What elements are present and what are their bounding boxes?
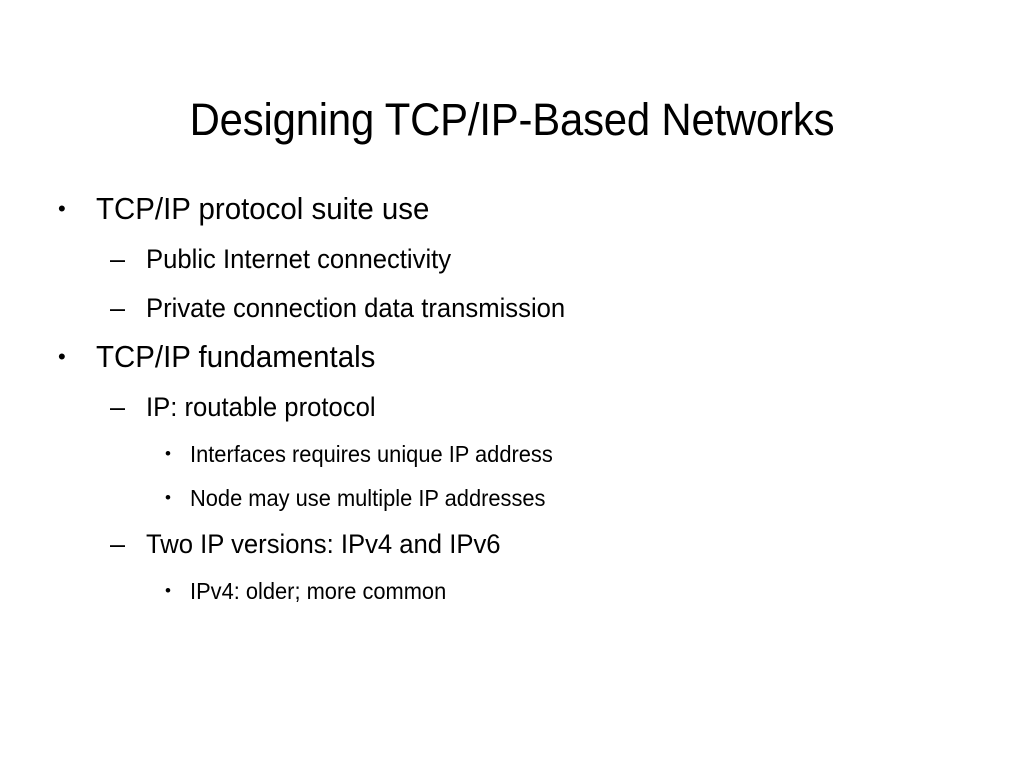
bullet-item-level-2: – IP: routable protocol (0, 384, 1024, 433)
bullet-text: Interfaces requires unique IP address (190, 441, 553, 467)
bullet-marker-icon: • (58, 344, 66, 369)
bullet-item-level-1: • TCP/IP fundamentals (0, 334, 1024, 384)
bullet-item-level-3: • Interfaces requires unique IP address (0, 433, 1024, 477)
bullet-text: Public Internet connectivity (146, 244, 452, 274)
bullet-item-level-2: – Two IP versions: IPv4 and IPv6 (0, 521, 1024, 570)
bullet-marker-icon: • (58, 196, 66, 221)
bullet-text: Private connection data transmission (146, 293, 566, 323)
bullet-text: TCP/IP protocol suite use (96, 191, 430, 226)
bullet-item-level-2: – Public Internet connectivity (0, 236, 1024, 285)
bullet-marker-icon: • (165, 581, 171, 600)
dash-marker-icon: – (110, 244, 126, 274)
bullet-item-level-1: • TCP/IP protocol suite use (0, 186, 1024, 236)
dash-marker-icon: – (110, 392, 126, 422)
bullet-item-level-3: • IPv4: older; more common (0, 570, 1024, 614)
bullet-item-level-2: – Private connection data transmission (0, 285, 1024, 334)
bullet-text: Two IP versions: IPv4 and IPv6 (146, 529, 501, 559)
slide-title: Designing TCP/IP-Based Networks (189, 94, 835, 146)
bullet-text: IPv4: older; more common (190, 578, 447, 604)
bullet-marker-icon: • (165, 444, 171, 463)
bullet-item-level-3: • Node may use multiple IP addresses (0, 477, 1024, 521)
slide-body-bullet-list: • TCP/IP protocol suite use – Public Int… (0, 186, 1024, 614)
bullet-text: Node may use multiple IP addresses (190, 485, 546, 511)
bullet-text: TCP/IP fundamentals (96, 339, 376, 374)
dash-marker-icon: – (110, 529, 126, 559)
dash-marker-icon: – (110, 293, 126, 323)
bullet-text: IP: routable protocol (146, 392, 376, 422)
bullet-marker-icon: • (165, 488, 171, 507)
